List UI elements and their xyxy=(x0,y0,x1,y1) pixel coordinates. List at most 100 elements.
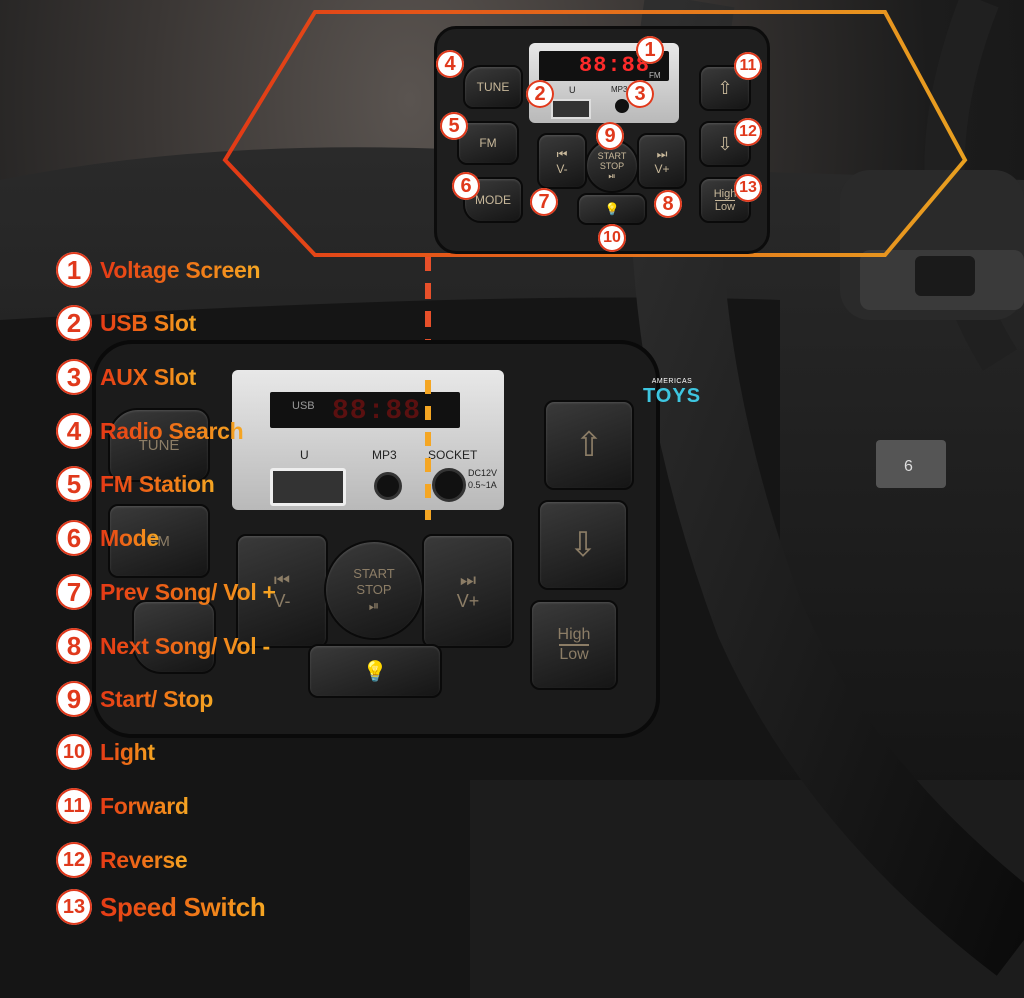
badge-10: 10 xyxy=(598,224,626,252)
next-track-icon: ⏭ xyxy=(656,146,668,161)
badge-4: 4 xyxy=(436,50,464,78)
legend-item: 8 Next Song/ Vol - xyxy=(56,626,270,666)
legend-label: Radio Search xyxy=(100,417,244,444)
inset-fm-indicator: FM xyxy=(649,71,661,80)
legend-label: Light xyxy=(100,738,155,765)
main-u-label: U xyxy=(300,448,309,462)
legend-number: 1 xyxy=(56,252,92,288)
inset-screen: 88:88 FM U MP3 xyxy=(529,43,679,123)
main-speed-switch[interactable]: High Low xyxy=(530,600,618,690)
legend-item: 9 Start/ Stop xyxy=(56,679,213,719)
main-socket[interactable] xyxy=(432,468,466,502)
legend-label: Next Song/ Vol - xyxy=(100,632,270,659)
badge-6: 6 xyxy=(452,172,480,200)
legend-number: 3 xyxy=(56,359,92,395)
legend-label: Speed Switch xyxy=(100,891,266,922)
main-reverse-button[interactable]: ⇩ xyxy=(538,500,628,590)
inset-u-label: U xyxy=(569,85,576,95)
legend-label: USB Slot xyxy=(100,309,196,336)
inset-mp3-label: MP3 xyxy=(611,85,628,94)
next-track-icon: ⏭ xyxy=(459,570,477,590)
inset-tune-button[interactable]: TUNE xyxy=(463,65,523,109)
main-display-digits: 88:88 xyxy=(332,396,422,427)
badge-13: 13 xyxy=(734,174,762,202)
inset-aux-slot[interactable] xyxy=(615,99,629,113)
main-next-label: V+ xyxy=(456,591,480,611)
legend-number: 6 xyxy=(56,520,92,556)
prev-track-icon: ⏮ xyxy=(273,570,291,590)
legend-item: 12 Reverse xyxy=(56,840,188,880)
legend-number: 12 xyxy=(56,842,92,878)
badge-12: 12 xyxy=(734,118,762,146)
badge-8: 8 xyxy=(654,190,682,218)
main-forward-button[interactable]: ⇧ xyxy=(544,400,634,490)
legend-number: 4 xyxy=(56,413,92,449)
legend-label: FM Station xyxy=(100,470,215,497)
gear-indicator: 6 xyxy=(904,458,913,475)
legend-item: 7 Prev Song/ Vol + xyxy=(56,572,276,612)
main-aux-slot[interactable] xyxy=(374,472,402,500)
main-next-button[interactable]: ⏭V+ xyxy=(422,534,514,648)
logo-bottom-text: TOYS xyxy=(642,385,702,407)
connector-line xyxy=(425,380,431,520)
logo-top-text: AMERICAS xyxy=(651,378,693,385)
play-pause-icon: ⏯ xyxy=(608,171,616,181)
main-start-label: START xyxy=(353,566,395,581)
legend-number: 11 xyxy=(56,788,92,824)
main-tune-button[interactable]: TUNE xyxy=(108,408,210,482)
main-mode-button[interactable] xyxy=(132,600,216,674)
legend-item: 3 AUX Slot xyxy=(56,357,196,397)
main-low-label: Low xyxy=(559,644,589,663)
light-bulb-icon: 💡 xyxy=(604,202,620,216)
inset-start-label: START xyxy=(597,151,627,161)
badge-3: 3 xyxy=(626,80,654,108)
badge-7: 7 xyxy=(530,188,558,216)
legend-number: 9 xyxy=(56,681,92,717)
inset-low-label: Low xyxy=(714,199,736,213)
inset-light-button[interactable]: 💡 xyxy=(577,193,647,225)
main-mp3-label: MP3 xyxy=(372,448,397,462)
inset-prev-button[interactable]: ⏮V- xyxy=(537,133,587,189)
legend-item: 13 Speed Switch xyxy=(56,887,266,927)
legend-label: AUX Slot xyxy=(100,363,196,390)
badge-9: 9 xyxy=(596,122,624,150)
main-usb-indicator: USB xyxy=(292,400,315,412)
legend-number: 5 xyxy=(56,466,92,502)
main-stop-label: STOP xyxy=(356,582,392,597)
legend-label: Reverse xyxy=(100,846,188,873)
arrow-down-icon: ⇩ xyxy=(717,133,733,154)
legend-number: 8 xyxy=(56,628,92,664)
main-light-button[interactable]: 💡 xyxy=(308,644,442,698)
inset-usb-slot[interactable] xyxy=(551,99,591,119)
inset-next-label: V+ xyxy=(654,161,670,176)
legend-number: 13 xyxy=(56,889,92,925)
badge-1: 1 xyxy=(636,36,664,64)
legend-label: Forward xyxy=(100,792,189,819)
main-amp-label: 0.5~1A xyxy=(468,480,497,490)
inset-stop-label: STOP xyxy=(599,161,625,171)
play-pause-icon: ⏯ xyxy=(368,598,380,613)
main-screen: USB 88:88 U MP3 SOCKET DC12V 0.5~1A xyxy=(232,370,504,510)
legend-number: 10 xyxy=(56,734,92,770)
main-high-label: High xyxy=(557,626,591,643)
legend-label: Start/ Stop xyxy=(100,685,213,712)
legend-label: Prev Song/ Vol + xyxy=(100,578,276,605)
badge-11: 11 xyxy=(734,52,762,80)
main-start-stop-button[interactable]: START STOP ⏯ xyxy=(324,540,424,640)
main-dc-label: DC12V xyxy=(468,468,498,478)
legend-item: 11 Forward xyxy=(56,786,189,826)
arrow-up-icon: ⇧ xyxy=(717,77,733,98)
badge-2: 2 xyxy=(526,80,554,108)
legend-item: 5 FM Station xyxy=(56,464,215,504)
inset-prev-label: V- xyxy=(556,161,568,176)
main-prev-label: V- xyxy=(273,591,291,611)
light-bulb-icon: 💡 xyxy=(362,660,388,683)
arrow-down-icon: ⇩ xyxy=(568,526,598,564)
main-usb-slot[interactable] xyxy=(270,468,346,506)
main-socket-label: SOCKET xyxy=(428,448,478,462)
inset-next-button[interactable]: ⏭V+ xyxy=(637,133,687,189)
legend-number: 7 xyxy=(56,574,92,610)
main-fm-button[interactable]: FM xyxy=(108,504,210,578)
